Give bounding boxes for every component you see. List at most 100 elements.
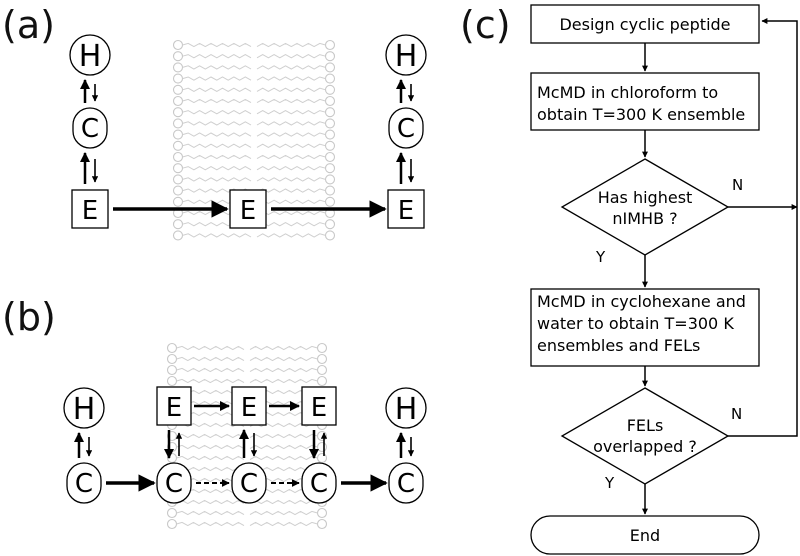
lipid-head xyxy=(324,230,336,241)
flow-decision-nimhb-text-1: Has highest xyxy=(598,188,693,207)
lipid-head xyxy=(172,163,184,174)
flow-design-box xyxy=(530,4,760,44)
lipid-tail xyxy=(182,110,252,115)
state-e-b-2-label: E xyxy=(241,393,257,423)
lipid-tail xyxy=(256,42,326,48)
flow-cyclohexane-text-3: ensembles and FELs xyxy=(537,336,700,355)
lipid-head xyxy=(172,39,184,51)
lipid-head xyxy=(172,174,184,185)
lipid-tail xyxy=(182,54,252,59)
flow-yes-label-1: Y xyxy=(595,248,606,266)
lipid-tail xyxy=(249,444,318,450)
lipid-head xyxy=(324,219,336,230)
lipid-head xyxy=(172,140,184,151)
state-e-b-3 xyxy=(301,386,337,426)
panel-b-label: (b) xyxy=(2,295,56,339)
state-h-b-left xyxy=(63,387,105,429)
state-h-a-left-label: H xyxy=(79,39,102,74)
lipid-tail xyxy=(256,76,326,81)
lipid-tail xyxy=(176,378,245,384)
lipid-head xyxy=(166,375,178,387)
lipid-tail xyxy=(249,422,318,428)
lipid-head xyxy=(166,353,178,365)
lipid-head xyxy=(324,185,336,196)
lipid-head xyxy=(324,129,336,140)
lipid-tail xyxy=(182,121,252,126)
lipid-tail xyxy=(182,76,252,81)
lipid-tail xyxy=(182,87,252,92)
lipid-head xyxy=(324,51,336,62)
lipid-head xyxy=(172,185,184,196)
lipid-head xyxy=(172,129,184,140)
lipid-tail xyxy=(249,378,318,384)
state-e-b-3-label: E xyxy=(311,393,327,423)
lipid-tail xyxy=(176,521,245,527)
state-c-b-1 xyxy=(156,462,192,504)
lipid-head xyxy=(166,518,178,530)
state-e-b-1-label: E xyxy=(166,393,182,423)
lipid-tail xyxy=(176,433,245,439)
lipid-head xyxy=(324,73,336,84)
state-e-a-left-label: E xyxy=(82,196,98,226)
lipid-head xyxy=(172,73,184,84)
lipid-head xyxy=(166,342,178,354)
lipid-head xyxy=(172,118,184,129)
flow-chloroform-text-2: obtain T=300 K ensemble xyxy=(537,105,745,124)
state-h-b-right-label: H xyxy=(395,392,418,427)
state-c-b-1-label: C xyxy=(165,469,183,499)
lipid-head xyxy=(316,441,328,453)
lipid-head xyxy=(316,342,328,354)
flow-design-text: Design cyclic peptide xyxy=(559,15,730,34)
lipid-tail xyxy=(249,367,318,373)
state-c-a-right-label: C xyxy=(397,114,415,144)
lipid-head xyxy=(324,39,336,51)
state-c-b-left xyxy=(66,462,102,504)
flow-no-label-2: N xyxy=(731,405,742,423)
flow-cyclohexane-text-2: water to obtain T=300 K xyxy=(537,314,734,333)
state-e-a-center-label: E xyxy=(240,196,256,226)
lipid-tail xyxy=(256,166,326,171)
lipid-tail xyxy=(256,87,326,92)
lipid-tail xyxy=(176,345,245,351)
lipid-head xyxy=(316,375,328,387)
lipid-head xyxy=(324,118,336,129)
flow-loop-no-2 xyxy=(728,18,798,437)
flow-cyclohexane-box xyxy=(530,288,760,367)
panel-a-label: (a) xyxy=(2,3,55,47)
lipid-head xyxy=(316,518,328,530)
lipid-tail xyxy=(256,177,326,182)
lipid-tail xyxy=(256,154,326,160)
lipid-tail xyxy=(182,143,252,148)
lipid-head xyxy=(316,430,328,442)
lipid-tail xyxy=(182,154,252,160)
lipid-head xyxy=(324,174,336,185)
lipid-head xyxy=(172,107,184,118)
state-e-b-1 xyxy=(156,386,192,426)
state-e-a-left xyxy=(71,189,109,229)
lipid-head xyxy=(172,51,184,62)
flow-end-text: End xyxy=(630,526,660,545)
state-h-a-right xyxy=(385,34,427,76)
state-c-b-3-label: C xyxy=(310,469,328,499)
lipid-head xyxy=(324,62,336,73)
lipid-tail xyxy=(176,510,245,516)
lipid-tail xyxy=(256,65,326,70)
lipid-tail xyxy=(256,233,326,238)
lipid-head xyxy=(324,163,336,174)
lipid-head xyxy=(172,84,184,95)
lipid-tail xyxy=(249,521,318,527)
lipid-tail xyxy=(256,98,326,104)
lipid-head xyxy=(172,151,184,163)
state-e-b-2 xyxy=(231,386,267,426)
state-h-a-right-label: H xyxy=(395,39,418,74)
lipid-tail xyxy=(256,54,326,59)
lipid-head xyxy=(316,353,328,365)
lipid-tail xyxy=(256,121,326,126)
state-c-b-3 xyxy=(301,462,337,504)
state-h-b-right xyxy=(385,387,427,429)
flow-decision-fels-text-2: overlapped ? xyxy=(593,437,697,456)
lipid-head xyxy=(324,196,336,207)
state-c-a-left xyxy=(72,107,108,149)
lipid-head xyxy=(172,219,184,230)
